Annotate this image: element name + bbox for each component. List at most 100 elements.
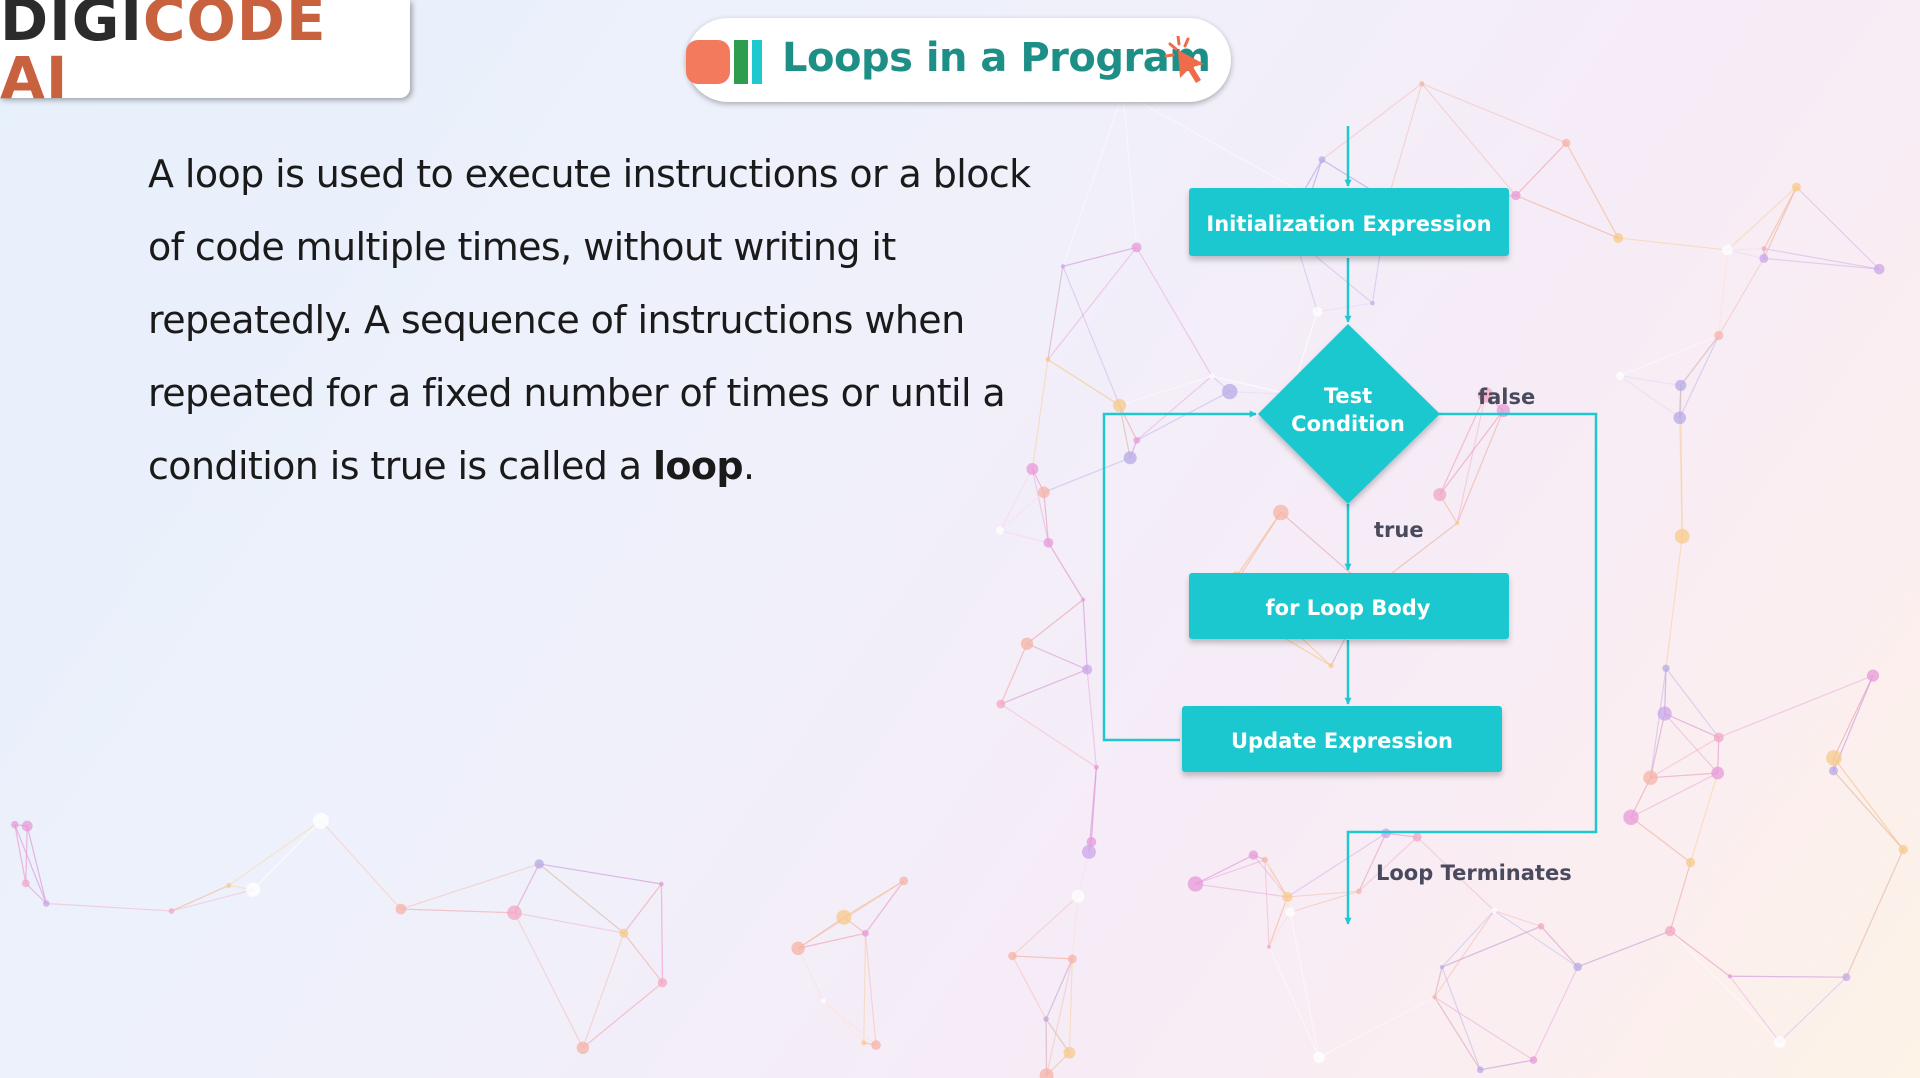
network-edge bbox=[1195, 859, 1266, 885]
network-node bbox=[1623, 809, 1639, 825]
network-edge bbox=[1439, 394, 1487, 495]
network-node bbox=[1773, 1036, 1786, 1048]
network-edge bbox=[1664, 713, 1719, 774]
network-edge bbox=[1047, 359, 1120, 406]
network-edge bbox=[538, 863, 625, 934]
network-edge bbox=[1779, 976, 1847, 1043]
network-edge bbox=[1000, 668, 1088, 705]
network-edge bbox=[1833, 757, 1904, 850]
network-edge bbox=[1302, 159, 1323, 193]
network-edge bbox=[1515, 194, 1619, 239]
network-edge bbox=[660, 883, 664, 983]
network-edge bbox=[539, 863, 662, 885]
network-edge bbox=[171, 889, 254, 912]
network-edge bbox=[864, 933, 877, 1046]
network-node bbox=[1008, 951, 1017, 961]
network-edge bbox=[623, 932, 663, 984]
network-edge bbox=[1387, 83, 1423, 201]
network-edge bbox=[1439, 410, 1504, 496]
network-edge bbox=[1727, 186, 1797, 251]
arrow-loop-back bbox=[1102, 410, 1257, 742]
network-edge bbox=[999, 529, 1049, 544]
network-node bbox=[1439, 964, 1445, 970]
network-node bbox=[1273, 504, 1289, 521]
true-label: true bbox=[1374, 518, 1424, 542]
network-node bbox=[1529, 1056, 1538, 1064]
network-edge bbox=[1680, 335, 1720, 386]
network-node bbox=[1662, 664, 1670, 672]
false-label: false bbox=[1478, 385, 1535, 409]
network-edge bbox=[1763, 186, 1797, 259]
network-node bbox=[1209, 373, 1215, 379]
network-edge bbox=[1718, 258, 1765, 336]
network-edge bbox=[1086, 669, 1097, 768]
network-edge bbox=[1045, 958, 1073, 1076]
network-edge bbox=[1082, 599, 1088, 670]
network-edge bbox=[1264, 859, 1291, 913]
network-edge bbox=[1026, 643, 1088, 671]
network-edge bbox=[1630, 772, 1718, 818]
network-edge bbox=[1727, 249, 1764, 259]
network-edge bbox=[46, 902, 172, 912]
network-node bbox=[1113, 398, 1127, 412]
network-edge bbox=[1532, 966, 1579, 1061]
network-node bbox=[1643, 770, 1658, 785]
network-node bbox=[245, 882, 261, 897]
network-edge bbox=[1796, 186, 1880, 270]
network-edge bbox=[797, 880, 905, 949]
click-cursor-icon bbox=[1164, 36, 1204, 83]
network-node bbox=[1043, 537, 1054, 548]
network-node bbox=[576, 1041, 590, 1055]
network-edge bbox=[1421, 83, 1517, 196]
network-edge bbox=[1727, 248, 1765, 251]
network-node bbox=[21, 820, 33, 832]
network-node bbox=[1131, 242, 1142, 253]
network-edge bbox=[1441, 925, 1542, 968]
network-edge bbox=[252, 820, 322, 891]
network-edge bbox=[1416, 836, 1495, 912]
network-edge bbox=[513, 912, 584, 1049]
network-edge bbox=[623, 883, 662, 934]
network-edge bbox=[1577, 930, 1671, 968]
network-node bbox=[1727, 974, 1732, 979]
network-node bbox=[1039, 1068, 1054, 1078]
network-edge bbox=[1718, 249, 1729, 336]
network-node bbox=[1722, 244, 1733, 256]
network-edge bbox=[1669, 930, 1731, 977]
network-node bbox=[1045, 357, 1051, 362]
network-node bbox=[1761, 246, 1767, 252]
network-edge bbox=[1287, 832, 1387, 898]
network-edge bbox=[400, 863, 540, 910]
network-node bbox=[1511, 190, 1521, 201]
network-edge bbox=[1289, 912, 1320, 1058]
network-node bbox=[1714, 330, 1724, 341]
network-node bbox=[1713, 732, 1724, 743]
network-node bbox=[1063, 1046, 1076, 1059]
network-edge bbox=[538, 863, 625, 934]
logo-text-dark: DIGI bbox=[0, 0, 143, 54]
network-edge bbox=[1433, 966, 1443, 998]
network-node bbox=[1412, 832, 1422, 842]
network-node bbox=[820, 998, 826, 1004]
network-node bbox=[507, 905, 522, 921]
network-edge bbox=[171, 889, 254, 912]
brand-logo[interactable]: DIGICODE AI bbox=[0, 0, 410, 107]
network-edge bbox=[1195, 854, 1254, 885]
network-node bbox=[1476, 1066, 1484, 1074]
network-node bbox=[1133, 436, 1141, 444]
network-edge bbox=[1321, 83, 1423, 161]
network-node bbox=[1082, 664, 1093, 675]
description-para-1: A loop is used to execute instructions o… bbox=[148, 152, 1031, 342]
network-node bbox=[1060, 264, 1066, 269]
network-edge bbox=[822, 1000, 865, 1044]
network-edge bbox=[1679, 335, 1720, 419]
network-node bbox=[861, 929, 869, 937]
network-node bbox=[1328, 663, 1334, 669]
network-edge bbox=[320, 820, 402, 910]
network-node bbox=[1685, 857, 1696, 868]
network-edge bbox=[1727, 249, 1764, 259]
network-edge bbox=[1456, 410, 1504, 524]
network-node bbox=[1261, 856, 1268, 863]
network-edge bbox=[1433, 966, 1443, 998]
network-edge bbox=[1011, 955, 1047, 1020]
